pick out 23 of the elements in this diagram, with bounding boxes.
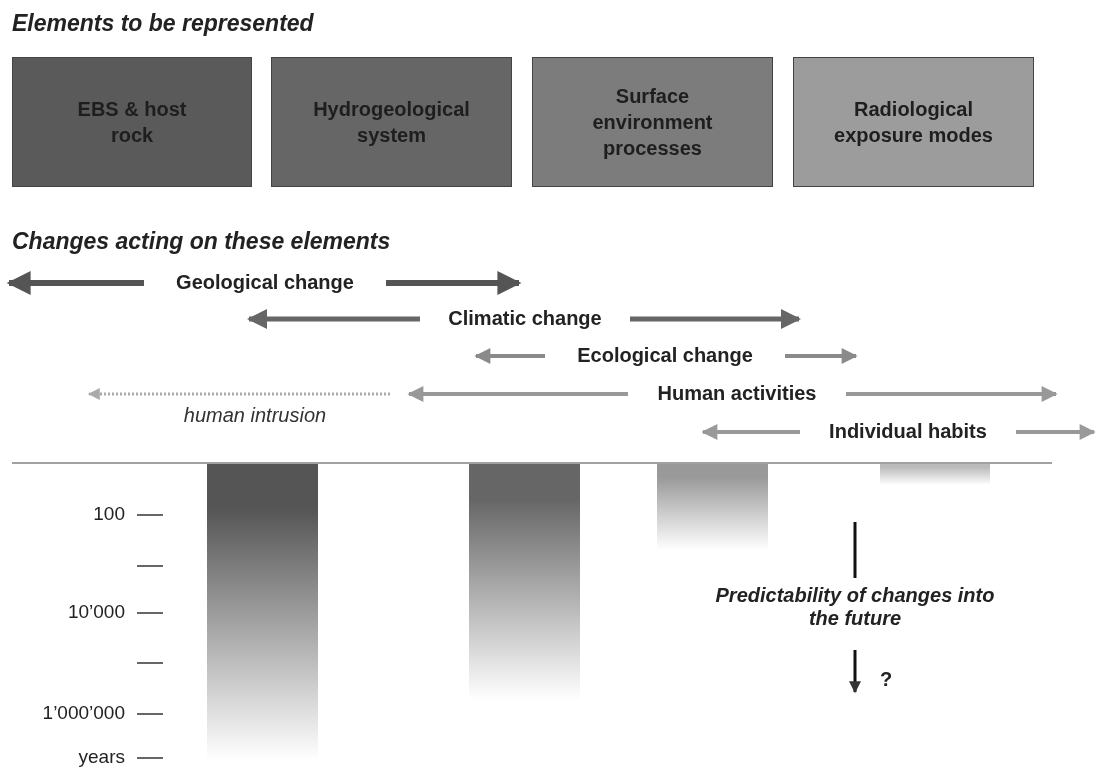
axis-label: 100 [93, 503, 125, 525]
heading: Elements to be represented [12, 10, 314, 37]
change-label: human intrusion [183, 404, 327, 427]
change-label: Ecological change [577, 344, 753, 367]
axis-label: 1’000’000 [42, 702, 125, 724]
heading: Changes acting on these elements [12, 228, 391, 255]
element-label: Hydrogeological system [312, 97, 471, 148]
element-label: Radiological exposure modes [833, 97, 994, 148]
element-box [12, 57, 252, 187]
change-label: Climatic change [448, 307, 602, 330]
predictability-bar [880, 464, 990, 485]
element-label: Surface environment processes [591, 84, 714, 161]
element-box [793, 57, 1034, 187]
question-mark: ? [880, 668, 893, 691]
axis-caption: Predictability of changes into the future [714, 584, 996, 630]
change-label: Individual habits [829, 420, 987, 443]
axis-label: years [78, 746, 125, 768]
change-label: Human activities [657, 382, 817, 405]
element-box [271, 57, 512, 187]
change-label: Geological change [176, 271, 354, 294]
axis-label: 10’000 [67, 601, 125, 623]
element-label: EBS & host rock [76, 97, 188, 148]
element-box [532, 57, 773, 187]
